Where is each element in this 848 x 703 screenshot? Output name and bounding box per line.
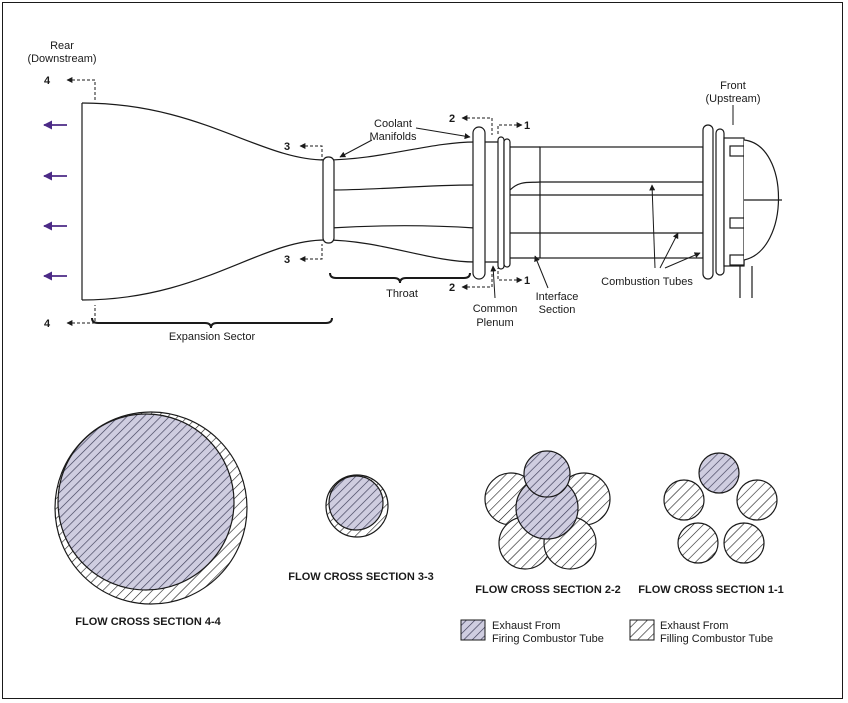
front-flange-b bbox=[715, 128, 725, 276]
station-4-bottom: 4 bbox=[44, 318, 51, 330]
station-2-bot-line bbox=[461, 272, 493, 290]
front-bracket-top bbox=[729, 145, 745, 157]
interface-ring-c bbox=[503, 138, 511, 268]
interface-section-line1: Interface bbox=[536, 291, 579, 303]
front-label-line2: (Upstream) bbox=[705, 93, 760, 105]
legend: Exhaust From Firing Combustor Tube Exhau… bbox=[460, 619, 773, 645]
tubes-leader-3 bbox=[664, 252, 701, 269]
span-brackets bbox=[91, 272, 471, 329]
cross-section-3-3 bbox=[325, 474, 389, 538]
front-bracket-bot bbox=[729, 254, 745, 266]
legend-filling-swatch bbox=[629, 619, 655, 641]
section-2-2-title: FLOW CROSS SECTION 2-2 bbox=[475, 584, 620, 596]
combustion-body bbox=[539, 146, 704, 259]
coolant-manifold-ring-throat bbox=[322, 156, 335, 244]
section-2-2-lobe-top-firing bbox=[523, 450, 571, 498]
leader-arrows bbox=[339, 105, 734, 299]
legend-filling-line1: Exhaust From bbox=[660, 620, 728, 632]
coolant-label-line1: Coolant bbox=[374, 118, 412, 130]
flow-arrows bbox=[43, 120, 67, 281]
front-bracket-mid bbox=[729, 217, 745, 229]
section-4-4-title: FLOW CROSS SECTION 4-4 bbox=[75, 616, 221, 628]
station-3-top: 3 bbox=[284, 141, 290, 153]
cross-section-2-2 bbox=[484, 450, 611, 570]
section-1-1-left bbox=[663, 479, 705, 521]
cross-section-titles: FLOW CROSS SECTION 4-4 FLOW CROSS SECTIO… bbox=[75, 571, 783, 628]
rear-label-line2: (Downstream) bbox=[27, 53, 96, 65]
common-plenum-ring-a bbox=[472, 126, 486, 280]
station-markers bbox=[66, 77, 523, 326]
nozzle-outer-upper bbox=[81, 102, 500, 161]
station-3-top-line bbox=[299, 143, 323, 160]
station-2-top: 2 bbox=[449, 113, 455, 125]
section-1-1-right bbox=[736, 479, 778, 521]
inner-line-2 bbox=[329, 225, 476, 229]
throat-label: Throat bbox=[386, 288, 418, 300]
rear-label-line1: Rear bbox=[50, 40, 74, 52]
station-3-bot-line bbox=[299, 244, 323, 262]
cross-section-4-4 bbox=[54, 411, 248, 605]
legend-firing-swatch bbox=[460, 619, 486, 641]
tubes-leader-1 bbox=[649, 184, 656, 269]
top-labels: Rear (Downstream) Front (Upstream) Coola… bbox=[27, 40, 760, 343]
inner-line-1 bbox=[329, 184, 476, 191]
engine-side-view bbox=[81, 102, 782, 301]
nozzle-outer-lower bbox=[81, 239, 500, 301]
legend-filling-line2: Filling Combustor Tube bbox=[660, 633, 773, 645]
plenum-leader bbox=[490, 265, 497, 299]
station-1-bot-line bbox=[497, 268, 523, 283]
section-4-4-firing bbox=[57, 413, 235, 591]
station-4-bot-line bbox=[66, 305, 96, 326]
station-1-top-line bbox=[497, 122, 523, 135]
section-3-3-title: FLOW CROSS SECTION 3-3 bbox=[288, 571, 433, 583]
combustion-tubes-label: Combustion Tubes bbox=[601, 276, 693, 288]
station-1-bottom: 1 bbox=[524, 275, 530, 287]
interface-leader bbox=[534, 255, 549, 289]
front-housing bbox=[723, 137, 745, 267]
station-4-top-line bbox=[66, 77, 96, 100]
coolant-label-line2: Manifolds bbox=[369, 131, 417, 143]
interface-inner-1 bbox=[509, 181, 541, 191]
station-1-top: 1 bbox=[524, 120, 530, 132]
throat-bracket bbox=[329, 272, 471, 284]
interface-ring-b bbox=[497, 136, 505, 270]
station-numbers: 4 4 3 3 2 2 1 1 bbox=[44, 75, 530, 330]
common-plenum-line1: Common bbox=[473, 303, 518, 315]
legend-firing-line2: Firing Combustor Tube bbox=[492, 633, 604, 645]
front-flange-a bbox=[702, 124, 714, 280]
section-1-1-bottom-left bbox=[677, 522, 719, 564]
tubes-leader-2 bbox=[659, 232, 679, 269]
legend-firing-line1: Exhaust From bbox=[492, 620, 560, 632]
station-3-bottom: 3 bbox=[284, 254, 290, 266]
interface-section-line2: Section bbox=[539, 304, 576, 316]
coolant-leader-1 bbox=[339, 139, 373, 158]
section-1-1-bottom-right bbox=[723, 522, 765, 564]
section-1-1-title: FLOW CROSS SECTION 1-1 bbox=[638, 584, 783, 596]
front-support bbox=[739, 266, 753, 298]
station-4-top: 4 bbox=[44, 75, 51, 87]
common-plenum-line2: Plenum bbox=[476, 317, 513, 329]
front-label-line1: Front bbox=[720, 80, 746, 92]
section-1-1-top-firing bbox=[698, 452, 740, 494]
coolant-leader-2 bbox=[415, 127, 471, 140]
expansion-sector-label: Expansion Sector bbox=[169, 331, 256, 343]
station-2-bottom: 2 bbox=[449, 282, 455, 294]
section-3-3-firing bbox=[328, 475, 384, 531]
cross-section-1-1 bbox=[663, 452, 778, 564]
expansion-bracket bbox=[91, 317, 333, 329]
station-2-top-line bbox=[461, 115, 493, 135]
